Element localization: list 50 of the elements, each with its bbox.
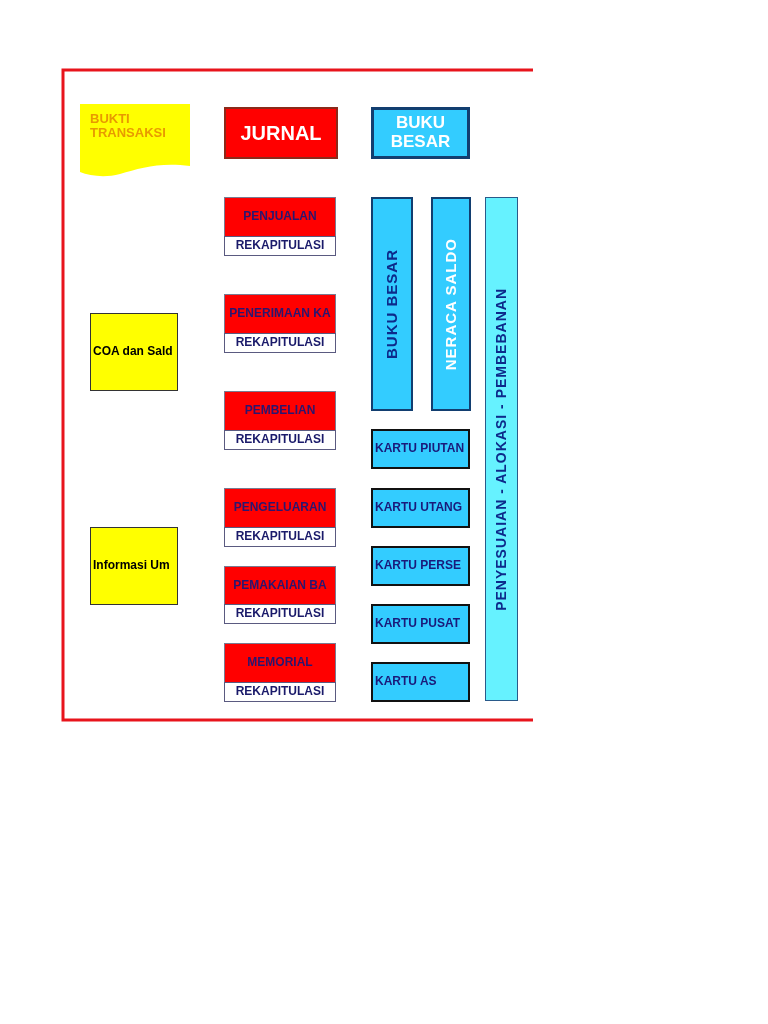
box-label: BUKU BESAR [383, 249, 401, 359]
box-label: BUKU BESAR [389, 114, 452, 152]
box-label: REKAPITULASI [235, 685, 325, 699]
box-label: KARTU AS [375, 675, 437, 689]
subledger-card [371, 662, 470, 702]
subledger-card [371, 546, 470, 586]
adjustment-column [485, 197, 518, 701]
document-label: BUKTI TRANSAKSI [90, 112, 167, 141]
document-shape [80, 104, 190, 178]
box-label: REKAPITULASI [235, 336, 325, 350]
trial-balance-column [431, 197, 471, 411]
box-label: NERACA SALDO [442, 237, 460, 371]
subledger-card [371, 429, 470, 469]
recap-box [224, 430, 336, 450]
journal-box [224, 107, 338, 159]
box-label: REKAPITULASI [235, 433, 325, 447]
info-box [90, 527, 178, 605]
box-label: JURNAL [240, 122, 322, 144]
box-label: PENGELUARAN [233, 501, 327, 515]
journal-type-box [224, 294, 336, 334]
box-label: KARTU UTANG [375, 501, 463, 515]
box-label: MEMORIAL [247, 656, 313, 670]
box-label: Informasi Um [93, 559, 170, 573]
box-label: PENYESUAIAN - ALOKASI - PEMBEBANAN [493, 287, 510, 611]
info-box [90, 313, 178, 391]
box-label: REKAPITULASI [235, 607, 325, 621]
recap-box [224, 527, 336, 547]
box-label: KARTU PUSAT [375, 617, 461, 631]
box-label: PEMAKAIAN BA [233, 579, 327, 593]
ledger-box [371, 107, 470, 159]
journal-type-box [224, 488, 336, 528]
journal-type-box [224, 643, 336, 683]
journal-type-box [224, 391, 336, 431]
recap-box [224, 236, 336, 256]
recap-box [224, 333, 336, 353]
journal-type-box [224, 566, 336, 606]
box-label: REKAPITULASI [235, 530, 325, 544]
box-label: PENERIMAAN KA [229, 307, 331, 321]
ledger-column [371, 197, 413, 411]
subledger-card [371, 604, 470, 644]
box-label: COA dan Sald [93, 345, 173, 359]
box-label: KARTU PERSE [375, 559, 461, 573]
journal-type-box [224, 197, 336, 237]
box-label: KARTU PIUTAN [375, 442, 465, 456]
box-label: REKAPITULASI [235, 239, 325, 253]
subledger-card [371, 488, 470, 528]
box-label: PENJUALAN [243, 210, 317, 224]
box-label: PEMBELIAN [244, 404, 316, 418]
recap-box [224, 604, 336, 624]
recap-box [224, 682, 336, 702]
